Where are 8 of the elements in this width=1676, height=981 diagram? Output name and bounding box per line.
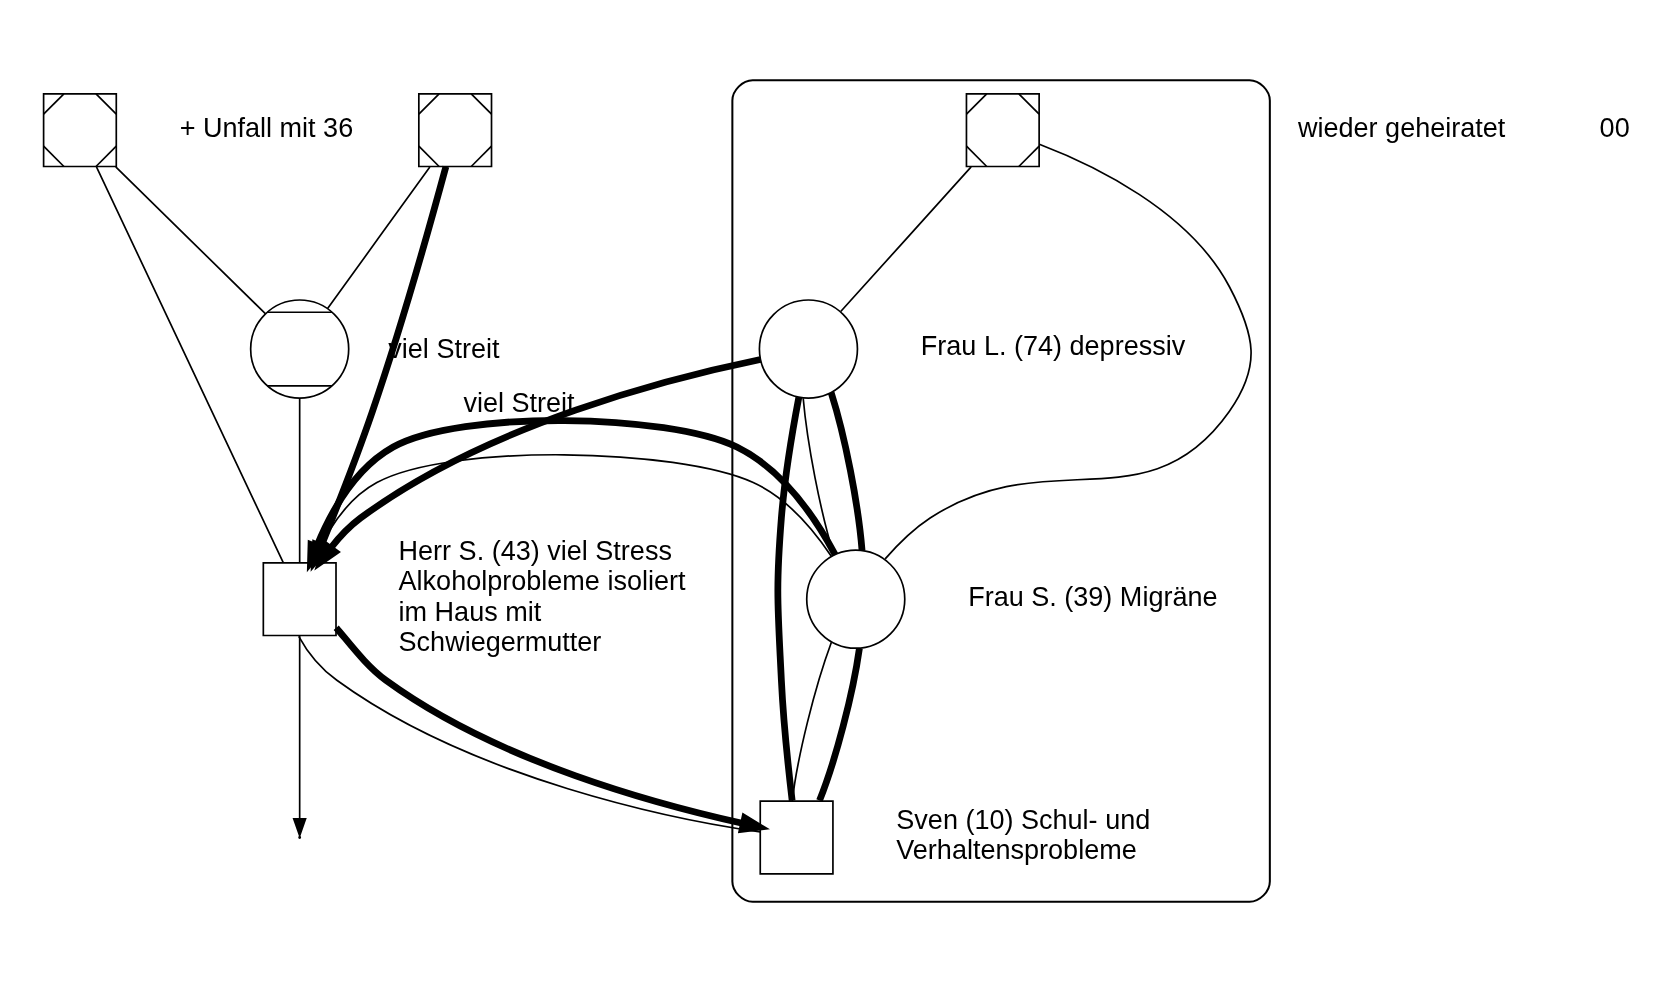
edge-label: viel Streit: [463, 387, 575, 418]
node-label: Frau L. (74) depressiv: [920, 330, 1186, 361]
node-label: Frau S. (39) Migräne: [968, 581, 1218, 612]
label: wieder geheiratet: [1297, 112, 1506, 143]
node-label: Sven (10) Schul- und Verhaltensprobleme: [896, 804, 1151, 865]
node-label: + Unfall mit 36: [179, 112, 354, 143]
node-label: Herr S. (43) viel Stress Alkoholprobleme isoliert im Haus mit Schwiegermutter: [398, 535, 686, 657]
label: 00: [1599, 112, 1630, 143]
